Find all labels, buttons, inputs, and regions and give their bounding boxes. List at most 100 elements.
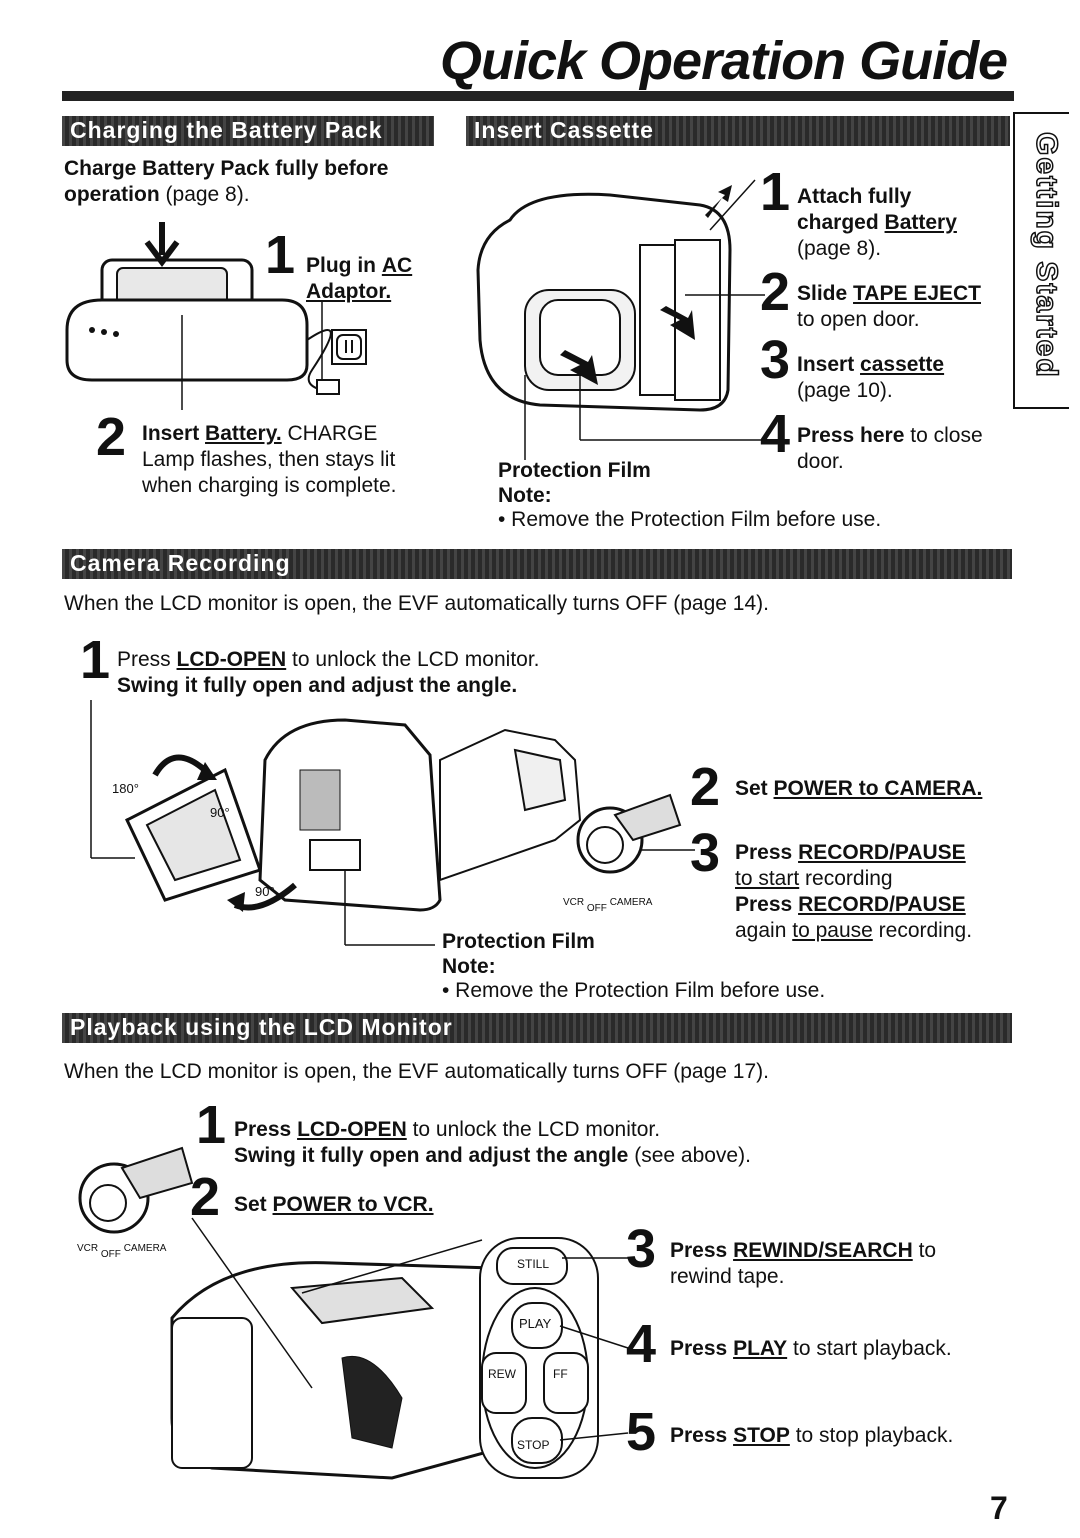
recording-step1: Press LCD-OPEN to unlock the LCD monitor…: [117, 647, 540, 699]
cassette-step1-b: charged: [797, 211, 879, 234]
cassette-note-label: Note:: [498, 484, 552, 507]
charging-step1-number: 1: [265, 225, 296, 285]
charging-step2-line3: when charging is complete.: [142, 474, 397, 497]
playback-heading: Playback using the LCD Monitor: [70, 1014, 453, 1040]
recording-note-text: • Remove the Protection Film before use.: [442, 979, 826, 1002]
playback-dial-vcr: VCR: [77, 1243, 99, 1254]
playback-dial-labels: VCR OFF CAMERA: [77, 1243, 167, 1260]
charging-step2-b: Battery.: [205, 422, 282, 445]
cassette-step3-b: cassette: [860, 353, 945, 376]
playback-step3: Press REWIND/SEARCH to rewind tape.: [670, 1238, 936, 1290]
playback-step3-b: REWIND/SEARCH: [733, 1239, 913, 1262]
charging-intro-ref: (page 8).: [165, 183, 250, 206]
page-number: 7: [990, 1490, 1008, 1526]
charging-step2: Insert Battery. CHARGE Lamp flashes, the…: [142, 421, 396, 499]
playback-step3-a: Press: [670, 1239, 728, 1262]
cassette-step1-number: 1: [760, 162, 791, 222]
playback-step4-c: to start playback.: [793, 1337, 952, 1360]
playback-step1: Press LCD-OPEN to unlock the LCD monitor…: [234, 1117, 751, 1169]
recording-angle-180: 180°: [112, 781, 139, 796]
cassette-film-label: Protection Film: [498, 459, 651, 482]
recording-step3-f: RECORD/PAUSE: [798, 893, 966, 916]
charging-intro-bold: Charge Battery Pack fully before: [64, 157, 389, 180]
cassette-heading: Insert Cassette: [474, 117, 654, 143]
ff-button: FF: [553, 1367, 568, 1381]
playback-step1-c: to unlock the LCD monitor.: [412, 1118, 661, 1141]
cassette-step3-a: Insert: [797, 353, 855, 376]
charging-step1-c: Adaptor.: [306, 280, 392, 303]
recording-step3-a: Press: [735, 841, 793, 864]
recording-step3-h: to pause: [792, 919, 873, 942]
recording-step3-c: to start: [735, 867, 800, 890]
section-side-tab: Getting Started: [1013, 112, 1069, 409]
playback-step5-b: STOP: [733, 1424, 790, 1447]
cassette-step2: Slide TAPE EJECT to open door.: [797, 281, 981, 333]
recording-angle-90a: 90°: [210, 805, 230, 820]
recording-dial-labels: VCR OFF CAMERA: [563, 897, 653, 914]
recording-step1-number: 1: [80, 630, 111, 690]
playback-step5-number: 5: [626, 1402, 657, 1462]
charging-section-header: Charging the Battery Pack: [62, 116, 434, 146]
recording-note-label: Note:: [442, 955, 496, 978]
playback-step4-number: 4: [626, 1314, 657, 1374]
cassette-step2-c: to open door.: [797, 308, 920, 331]
playback-intro: When the LCD monitor is open, the EVF au…: [64, 1060, 769, 1083]
charging-step2-line2: Lamp flashes, then stays lit: [142, 448, 396, 471]
charging-intro: Charge Battery Pack fully before operati…: [64, 156, 388, 208]
cassette-step4-c: door.: [797, 450, 844, 473]
playback-step1-a: Press: [234, 1118, 292, 1141]
playback-section-header: Playback using the LCD Monitor: [62, 1013, 1012, 1043]
recording-angle-90b: 90°: [255, 884, 275, 899]
recording-step3-b: RECORD/PAUSE: [798, 841, 966, 864]
recording-step1-a: Press: [117, 648, 171, 671]
playback-step1-e: (see above).: [634, 1144, 751, 1167]
cassette-step3-c: (page 10).: [797, 379, 893, 402]
stop-button: STOP: [517, 1438, 550, 1452]
charger-illustration: [65, 222, 367, 410]
recording-film-label: Protection Film: [442, 930, 595, 953]
playback-step2-b: POWER to VCR.: [272, 1193, 434, 1216]
playback-step4-a: Press: [670, 1337, 728, 1360]
recording-dial-off: OFF: [586, 903, 607, 914]
playback-dial-off: OFF: [100, 1249, 121, 1260]
cassette-note-text: • Remove the Protection Film before use.: [498, 508, 882, 531]
still-button: STILL: [517, 1257, 550, 1271]
playback-step3-d: rewind tape.: [670, 1265, 785, 1288]
playback-step5-c: to stop playback.: [795, 1424, 954, 1447]
recording-step3-number: 3: [690, 823, 721, 883]
recording-step2-number: 2: [690, 757, 721, 817]
camcorder-playback-illustration: [78, 1146, 629, 1480]
charging-step2-number: 2: [96, 407, 127, 467]
page-title: Quick Operation Guide: [440, 31, 1008, 91]
cassette-step3: Insert cassette (page 10).: [797, 352, 944, 404]
cassette-step1-a: Attach fully: [797, 185, 912, 208]
playback-dial-camera: CAMERA: [123, 1243, 167, 1254]
play-button: PLAY: [519, 1316, 552, 1331]
recording-heading: Camera Recording: [70, 550, 291, 576]
title-rule: [62, 91, 1014, 101]
cassette-step2-number: 2: [760, 262, 791, 322]
cassette-section-header: Insert Cassette: [466, 116, 1010, 146]
playback-step1-d: Swing it fully open and adjust the angle: [234, 1144, 629, 1167]
charging-intro-bold2: operation: [64, 183, 160, 206]
recording-step3-e: Press: [735, 893, 793, 916]
playback-step3-number: 3: [626, 1219, 657, 1279]
charging-step2-c: CHARGE: [287, 422, 378, 445]
cassette-step2-a: Slide: [797, 282, 848, 305]
cassette-step4: Press here to close door.: [797, 423, 983, 475]
cassette-step4-a: Press here: [797, 424, 905, 447]
recording-step3: Press RECORD/PAUSE to start recording Pr…: [735, 840, 972, 944]
cassette-step2-b: TAPE EJECT: [853, 282, 981, 305]
playback-step3-c: to: [918, 1239, 937, 1262]
recording-dial-vcr: VCR: [563, 897, 585, 908]
playback-step2-a: Set: [234, 1193, 267, 1216]
recording-step1-b: LCD-OPEN: [176, 648, 287, 671]
cassette-step4-number: 4: [760, 404, 791, 464]
recording-step1-d: Swing it fully open and adjust the angle…: [117, 674, 518, 697]
cassette-step1-d: (page 8).: [797, 237, 882, 260]
cassette-step1-c: Battery: [884, 211, 957, 234]
recording-step3-i: recording.: [878, 919, 973, 942]
recording-dial-camera: CAMERA: [609, 897, 653, 908]
playback-step2-number: 2: [190, 1167, 221, 1227]
camcorder-cassette-illustration: [476, 179, 765, 460]
